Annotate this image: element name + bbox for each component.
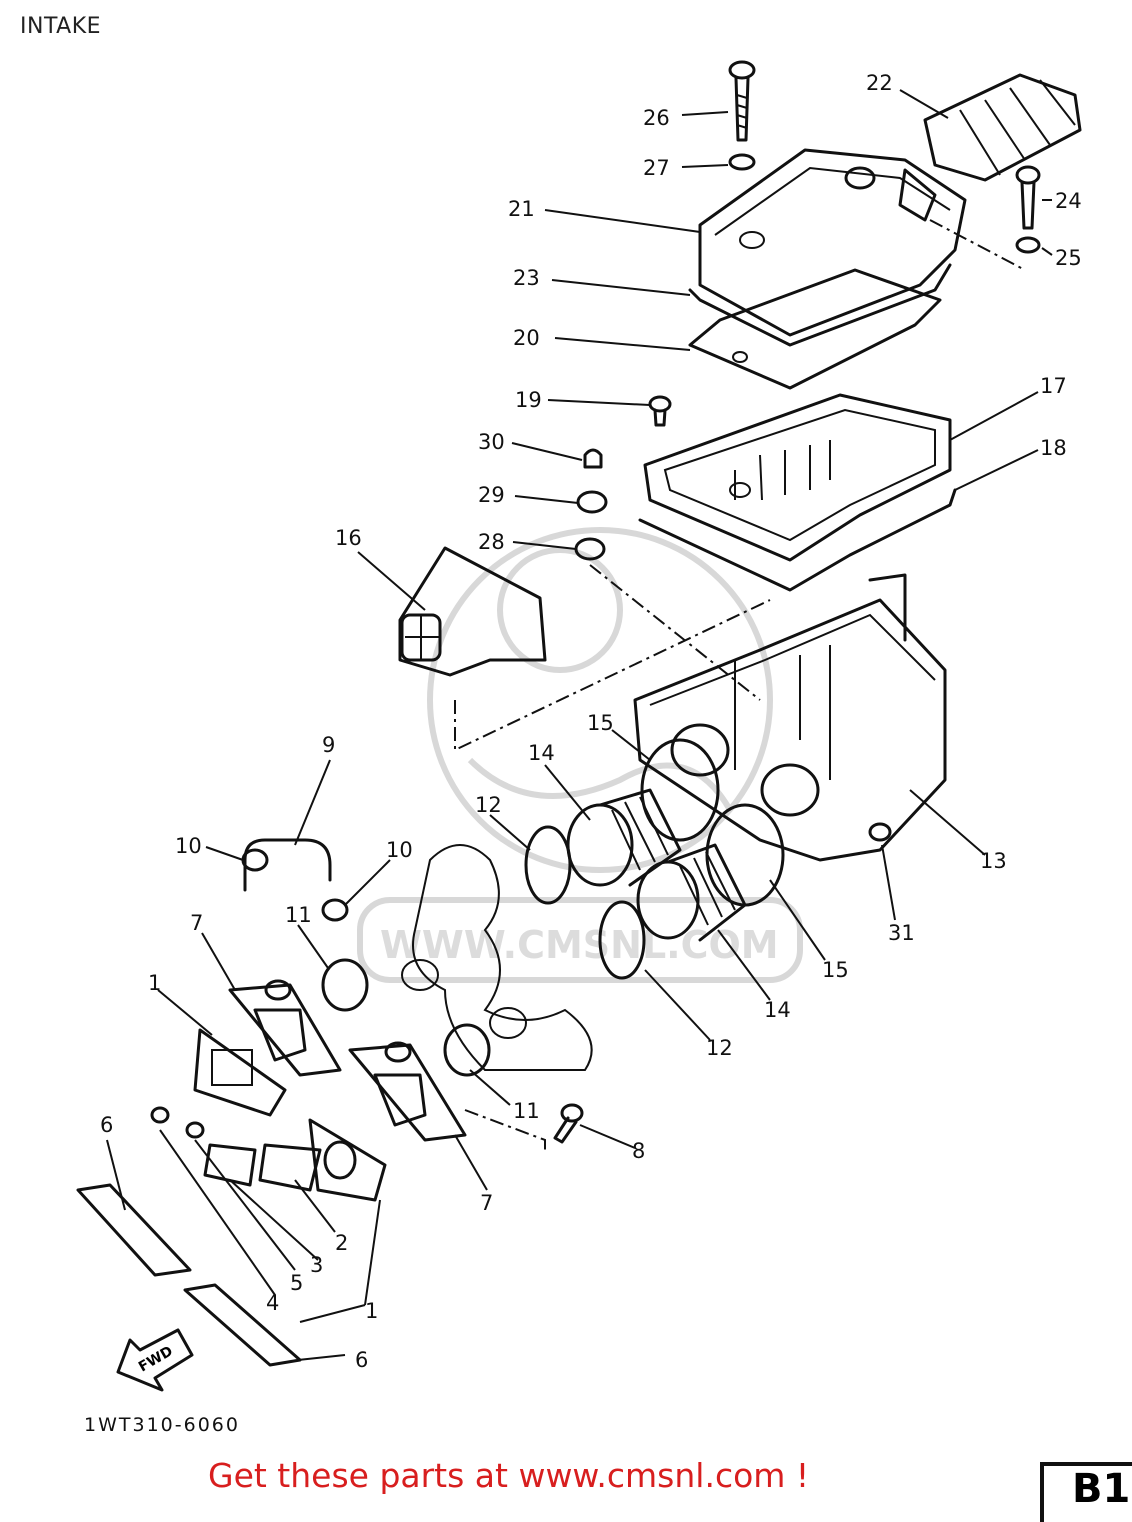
clip-10-left — [241, 848, 269, 872]
callout-labels: 26 27 22 21 24 25 23 20 19 17 30 18 29 2… — [100, 71, 1082, 1372]
callout-3: 3 — [310, 1253, 323, 1277]
band-12-upper — [524, 825, 572, 905]
duct-cover — [398, 546, 547, 677]
watermark-logo — [357, 527, 803, 983]
callout-24: 24 — [1055, 189, 1082, 213]
callout-18: 18 — [1040, 436, 1067, 460]
manifold-7-lower — [348, 1041, 467, 1142]
washer-27 — [728, 153, 756, 171]
clamp-11-upper — [321, 958, 369, 1012]
cap-31 — [868, 822, 892, 842]
air-filter-case-cap — [643, 393, 952, 562]
callout-7-upper: 7 — [190, 911, 203, 935]
callout-1-upper: 1 — [148, 971, 161, 995]
air-filter-case — [633, 573, 947, 862]
callout-5: 5 — [290, 1271, 303, 1295]
callout-15-lower: 15 — [822, 958, 849, 982]
forward-arrow: FWD — [116, 1328, 194, 1392]
clip-10-right — [321, 898, 349, 922]
gasket-6-lower — [183, 1283, 302, 1367]
leader-lines — [106, 89, 1053, 1361]
callout-29: 29 — [478, 483, 505, 507]
band-15-lower — [705, 803, 785, 907]
callout-14-lower: 14 — [764, 998, 791, 1022]
engine-outline — [401, 844, 593, 1071]
callout-26: 26 — [643, 106, 670, 130]
screw-26 — [728, 60, 756, 142]
case-gasket — [638, 488, 957, 592]
washer-25 — [1015, 236, 1041, 254]
callout-11-upper: 11 — [285, 903, 312, 927]
callout-4: 4 — [266, 1291, 279, 1315]
callout-2: 2 — [335, 1231, 348, 1255]
callout-13: 13 — [980, 849, 1007, 873]
grommet-29 — [576, 490, 608, 514]
cover-gasket — [688, 263, 952, 347]
bolt-8 — [553, 1103, 584, 1144]
callout-6-upper: 6 — [100, 1113, 113, 1137]
callout-19: 19 — [515, 388, 542, 412]
callout-20: 20 — [513, 326, 540, 350]
callout-8: 8 — [632, 1139, 645, 1163]
washer-5 — [185, 1121, 205, 1139]
clamp-11-lower — [443, 1023, 491, 1077]
reed-valve-1-lower — [308, 1118, 387, 1202]
callout-21: 21 — [508, 197, 535, 221]
screw-24 — [1015, 165, 1041, 230]
band-15-upper — [640, 738, 720, 842]
screw-4 — [150, 1106, 170, 1124]
filter-element-plate — [688, 268, 942, 390]
callout-1-lower: 1 — [365, 1299, 378, 1323]
air-filter-cover — [698, 148, 967, 337]
callout-11-lower: 11 — [513, 1099, 540, 1123]
callout-7-lower: 7 — [480, 1191, 493, 1215]
callout-10-right: 10 — [386, 838, 413, 862]
callout-10-left: 10 — [175, 834, 202, 858]
page-tag: B1 — [1040, 1462, 1132, 1522]
callout-25: 25 — [1055, 246, 1082, 270]
callout-30: 30 — [478, 430, 505, 454]
callout-14-upper: 14 — [528, 741, 555, 765]
screw-19 — [648, 395, 672, 427]
bolt-30 — [583, 448, 603, 469]
joint-14-lower — [636, 843, 747, 942]
footer-link[interactable]: Get these parts at www.cmsnl.com ! — [208, 1456, 810, 1495]
callout-12-upper: 12 — [475, 793, 502, 817]
gasket-6-upper — [76, 1183, 192, 1277]
page-title: INTAKE — [20, 14, 102, 39]
band-12-lower — [598, 900, 646, 980]
stopper-3 — [203, 1143, 257, 1187]
breather-hose — [243, 838, 332, 892]
callout-12-lower: 12 — [706, 1036, 733, 1060]
drawing-code: 1WT310-6060 — [84, 1414, 240, 1436]
callout-23: 23 — [513, 266, 540, 290]
reed-valve-1-upper — [193, 1028, 287, 1117]
callout-22: 22 — [866, 71, 893, 95]
callout-9: 9 — [322, 733, 335, 757]
callout-27: 27 — [643, 156, 670, 180]
callout-15-upper: 15 — [587, 711, 614, 735]
callout-17: 17 — [1040, 374, 1067, 398]
callout-28: 28 — [478, 530, 505, 554]
manifold-7-upper — [228, 979, 342, 1077]
callout-6-lower: 6 — [355, 1348, 368, 1372]
reed-2 — [258, 1143, 322, 1192]
intake-duct — [923, 73, 1082, 182]
callout-31: 31 — [888, 921, 915, 945]
callout-16: 16 — [335, 526, 362, 550]
